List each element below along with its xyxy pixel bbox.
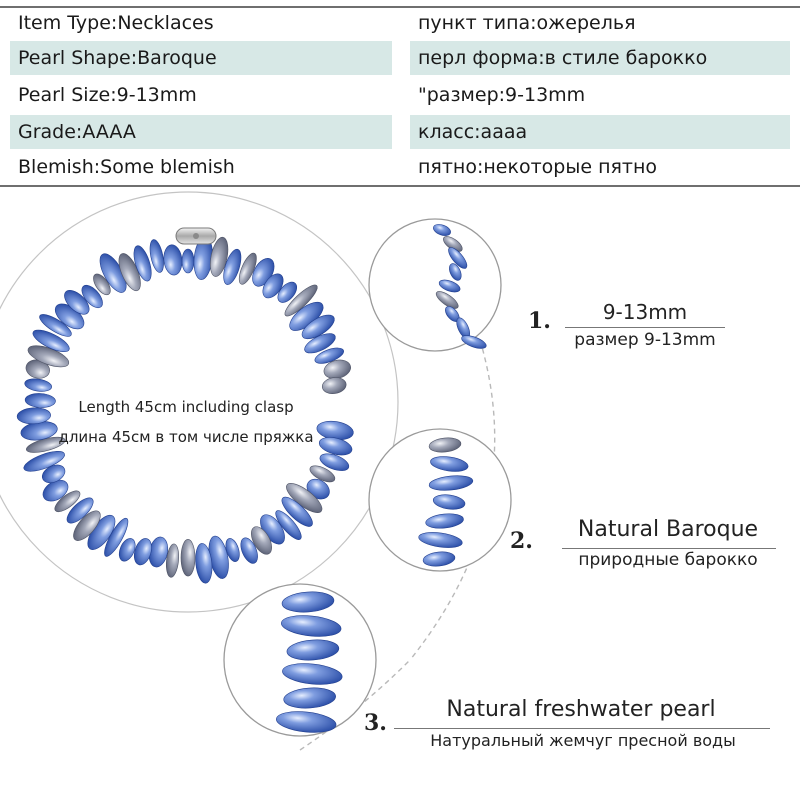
pearl-bead-icon bbox=[39, 314, 72, 337]
spec-item-type-ru: пункт типа:ожерелья bbox=[418, 12, 636, 34]
pearl-bead-icon bbox=[276, 711, 337, 733]
spec-pearl-shape-ru: перл форма:в стиле барокко bbox=[410, 41, 790, 75]
pearl-bead-icon bbox=[133, 245, 152, 282]
pearl-strand bbox=[16, 236, 354, 584]
feature-title-3: Natural freshwater pearl bbox=[446, 697, 716, 722]
pearl-bead-icon bbox=[223, 248, 242, 285]
length-label-en: Length 45cm including clasp bbox=[78, 398, 294, 416]
pearl-bead-icon bbox=[430, 456, 469, 472]
necklace-illustration bbox=[0, 191, 512, 751]
pearl-bead-icon bbox=[24, 393, 56, 408]
pearl-bead-icon bbox=[32, 329, 70, 353]
feature-underline-2 bbox=[562, 548, 776, 549]
pearl-bead-icon bbox=[281, 496, 313, 527]
dashed-connector-arc-lower bbox=[299, 659, 411, 751]
spec-grade: Grade:AAAA bbox=[10, 115, 392, 149]
pearl-bead-icon bbox=[286, 639, 340, 661]
pearl-bead-icon bbox=[448, 247, 468, 269]
spec-blemish: Blemish:Some blemish bbox=[18, 156, 235, 178]
pearl-bead-icon bbox=[425, 513, 464, 529]
spec-pearl-size-ru: "размер:9-13mm bbox=[418, 84, 586, 106]
pearl-bead-icon bbox=[181, 248, 195, 274]
pearl-bead-icon bbox=[251, 526, 272, 555]
pearl-bead-icon bbox=[422, 551, 456, 567]
pearl-bead-icon bbox=[165, 543, 180, 578]
product-illustration: Length 45cm including clasp длина 45см в… bbox=[0, 190, 800, 800]
clasp-icon bbox=[175, 227, 217, 245]
pearl-bead-icon bbox=[281, 615, 342, 637]
pearl-bead-icon bbox=[428, 475, 474, 491]
pearl-bead-icon bbox=[118, 538, 136, 562]
pearl-bead-icon bbox=[449, 263, 462, 281]
pearl-bead-icon bbox=[149, 239, 164, 273]
feature-number-2: 2. bbox=[510, 528, 533, 554]
pearl-bead-icon bbox=[282, 663, 343, 685]
pearl-bead-icon bbox=[301, 314, 335, 340]
pearl-bead-icon bbox=[23, 451, 65, 472]
spec-item-type: Item Type:Necklaces bbox=[18, 12, 214, 34]
pearl-bead-icon bbox=[16, 407, 51, 425]
table-top-rule bbox=[0, 6, 800, 8]
feature-subtitle-2: природные барокко bbox=[578, 550, 758, 570]
zoom-circle-3 bbox=[223, 583, 377, 737]
pearl-bead-icon bbox=[284, 284, 318, 317]
pearl-bead-icon bbox=[66, 497, 94, 524]
pearl-bead-icon bbox=[238, 252, 257, 285]
feature-underline-1 bbox=[565, 327, 725, 328]
zoom-circle-2 bbox=[368, 428, 512, 572]
pearl-bead-icon bbox=[277, 281, 298, 303]
spec-blemish-ru: пятно:некоторые пятно bbox=[418, 156, 658, 178]
spec-grade-ru: класс:аааа bbox=[410, 115, 790, 149]
feature-underline-3 bbox=[394, 728, 770, 729]
pearl-bead-icon bbox=[309, 465, 336, 483]
pearl-bead-icon bbox=[73, 510, 101, 541]
pearl-bead-icon bbox=[283, 687, 336, 709]
pearl-bead-icon bbox=[262, 273, 284, 299]
pearl-bead-icon bbox=[432, 494, 466, 510]
pearl-bead-icon bbox=[24, 378, 52, 392]
pearl-bead-icon bbox=[240, 537, 258, 564]
pearl-bead-icon bbox=[321, 377, 347, 395]
pearl-bead-icon bbox=[275, 510, 302, 540]
pearl-bead-icon bbox=[428, 437, 462, 453]
pearl-bead-icon bbox=[209, 236, 229, 277]
pearl-bead-icon bbox=[319, 453, 350, 471]
table-bottom-rule bbox=[0, 185, 800, 187]
pearl-bead-icon bbox=[435, 291, 459, 309]
pearl-bead-icon bbox=[438, 279, 461, 293]
necklace-frame-circle bbox=[0, 191, 399, 613]
feature-subtitle-3: Натуральный жемчуг пресной воды bbox=[430, 731, 736, 750]
pearl-bead-icon bbox=[195, 543, 213, 584]
pearl-bead-icon bbox=[54, 490, 81, 513]
feature-subtitle-1: размер 9-13mm bbox=[574, 330, 716, 350]
spec-pearl-shape: Pearl Shape:Baroque bbox=[10, 41, 392, 75]
zoom-circle-1 bbox=[368, 218, 502, 352]
pearl-bead-icon bbox=[93, 273, 111, 296]
feature-title-2: Natural Baroque bbox=[577, 517, 759, 542]
pearl-bead-icon bbox=[64, 290, 90, 315]
pearl-bead-icon bbox=[81, 284, 103, 309]
pearl-bead-icon bbox=[304, 333, 336, 354]
pearl-bead-icon bbox=[163, 244, 183, 276]
pearl-bead-icon bbox=[281, 591, 335, 613]
pearl-bead-icon bbox=[461, 335, 487, 349]
length-label-ru: длина 45см в том числе пряжка bbox=[58, 428, 314, 446]
pearl-bead-icon bbox=[133, 538, 152, 566]
feature-number-3: 3. bbox=[364, 710, 387, 736]
feature-title-1: 9-13mm bbox=[602, 300, 688, 324]
spec-pearl-size: Pearl Size:9-13mm bbox=[18, 84, 197, 106]
pearl-bead-icon bbox=[433, 224, 451, 236]
pearl-bead-icon bbox=[314, 347, 345, 364]
pearl-bead-icon bbox=[418, 532, 463, 548]
pearl-bead-icon bbox=[318, 437, 353, 456]
pearl-bead-icon bbox=[180, 539, 196, 577]
feature-number-1: 1. bbox=[528, 308, 551, 334]
